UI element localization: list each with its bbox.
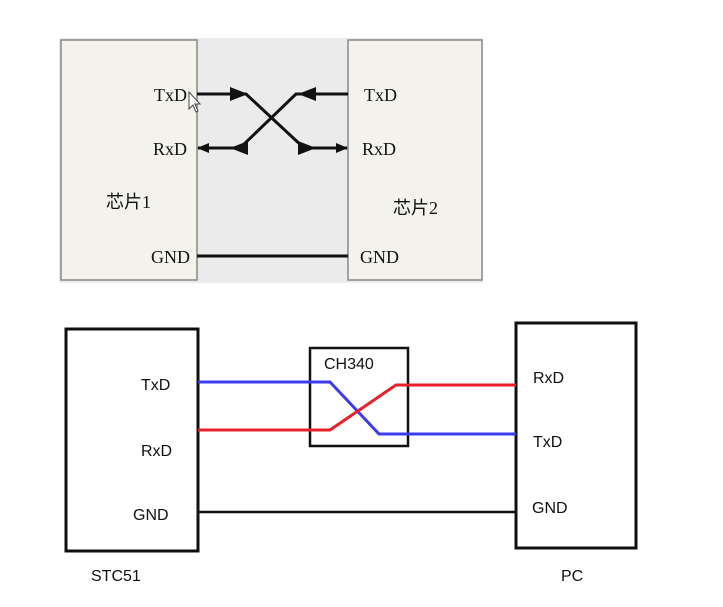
chip2-rx-arrow-icon: [298, 141, 316, 155]
stc51-txd-label: TxD: [141, 377, 170, 394]
chip1-txd-label: TxD: [154, 85, 187, 105]
stc51-name: STC51: [91, 568, 141, 585]
top-diagram: TxD RxD GND 芯片1 TxD RxD GND 芯片2: [59, 38, 483, 283]
chip1-rx-arrow-icon: [230, 141, 248, 155]
bottom-diagram: CH340 TxD RxD GND STC51 RxD TxD GND PC: [64, 321, 638, 585]
stc51-gnd-label: GND: [133, 507, 169, 524]
tx-wire: [198, 380, 516, 436]
chip2-box: [347, 39, 483, 281]
mouse-cursor-icon: [188, 90, 202, 113]
chip2-txd-wire: [197, 92, 348, 153]
chip1-gnd-label: GND: [151, 247, 190, 267]
chip2-txd-label: TxD: [364, 85, 397, 105]
pc-box: [514, 321, 638, 550]
pc-txd-label: TxD: [533, 434, 562, 451]
pc-name: PC: [561, 568, 583, 585]
chip1-name: 芯片1: [106, 192, 151, 212]
chip2-rxd-label: RxD: [362, 139, 396, 159]
chip2-gnd-label: GND: [360, 247, 399, 267]
pc-rxd-label: RxD: [533, 370, 564, 387]
chip1-txd-wire: [197, 92, 348, 153]
chip1-box: [60, 39, 198, 281]
stc51-rxd-label: RxD: [141, 443, 172, 460]
chip2-name: 芯片2: [393, 198, 438, 218]
ch340-label: CH340: [324, 356, 374, 373]
chip2-tx-arrow-icon: [298, 87, 316, 101]
chip1-tx-arrow-icon: [230, 87, 248, 101]
pc-gnd-label: GND: [532, 500, 568, 517]
rx-wire: [198, 383, 516, 432]
chip1-rxd-label: RxD: [153, 139, 187, 159]
stc51-box: [64, 327, 200, 553]
